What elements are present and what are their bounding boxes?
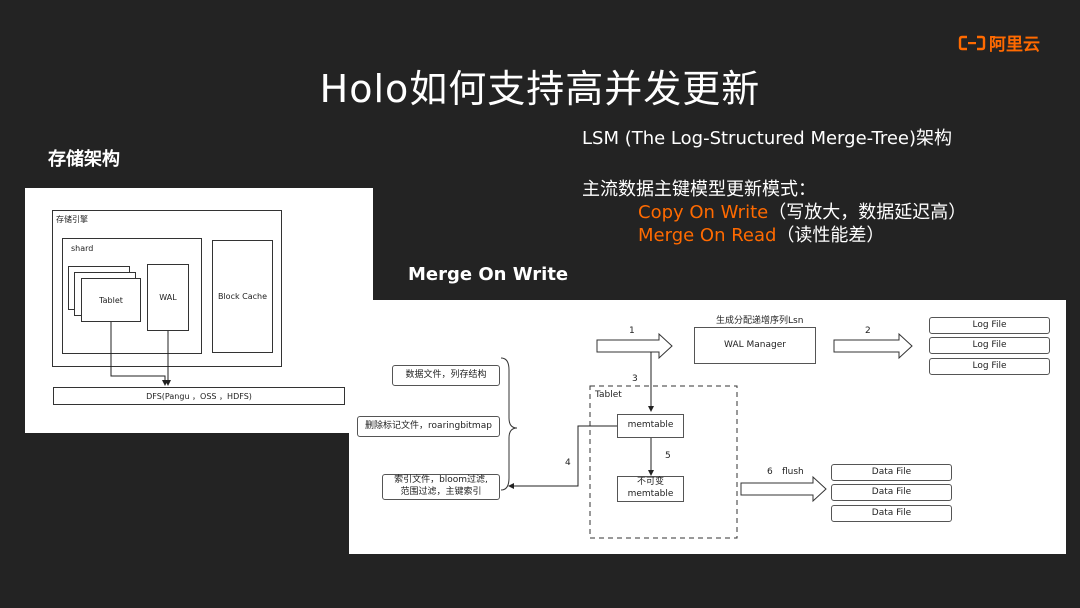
step3-label: 3 [632,374,638,384]
immutable-memtable-box: 不可变 memtable [617,476,684,502]
log-file-box-1: Log File [929,317,1050,334]
mode-copy-on-write: Copy On Write（写放大，数据延迟高） [638,198,966,224]
lsn-label: 生成分配递增序列Lsn [716,316,804,326]
step5-label: 5 [665,451,671,461]
memtable-box: memtable [617,414,684,438]
wal-manager-box: WAL Manager [694,327,816,364]
step2-block-arrow [833,332,913,360]
tablet-to-dfs-arrow [110,322,168,386]
step2-label: 2 [865,326,871,336]
immutable-memtable-line1: 不可变 [636,477,664,488]
brand-logo: 阿里云 [958,30,1040,55]
step1-block-arrow [596,332,673,360]
dfs-box: DFS(Pangu ，OSS ，HDFS) [53,387,345,405]
storage-engine-label: 存储引擎 [56,215,88,224]
mode-merge-on-read-name: Merge On Read [638,225,777,246]
mode-merge-on-read-note: （读性能差） [776,225,885,246]
step6-block-arrow [740,475,827,503]
storage-architecture-diagram: 存储引擎 shard Tablet WAL Block Cache DFS(Pa… [25,188,373,433]
delete-marker-file-box: 删除标记文件，roaringbitmap [357,416,500,437]
modes-heading: 主流数据主键模型更新模式： [582,179,816,200]
aliyun-logo-icon [958,35,986,50]
column-data-file-box: 数据文件，列存结构 [392,365,500,386]
block-cache-label: Block Cache [217,292,268,301]
step1-label: 1 [629,326,635,336]
tablet-label: Tablet [595,390,622,400]
wal-label: WAL [159,293,177,302]
mode-copy-on-write-name: Copy On Write [638,202,769,223]
mode-copy-on-write-note: （写放大，数据延迟高） [768,202,967,223]
slide-title: Holo如何支持高并发更新 [319,67,761,111]
brand-name: 阿里云 [989,35,1040,55]
dfs-label: DFS(Pangu ，OSS ，HDFS) [146,391,252,401]
shard-label: shard [71,244,94,253]
flush-label: flush [782,467,804,477]
immutable-memtable-line2: memtable [627,489,674,499]
step6-label: 6 [767,467,773,477]
storage-connectors [110,322,171,386]
lsm-description: LSM (The Log-Structured Merge-Tree)架构 [582,128,953,149]
tablet-box: Tablet [81,278,141,322]
file-group-brace [500,357,518,491]
index-file-box: 索引文件，bloom过滤, 范围过滤，主键索引 [382,474,500,500]
tablet-label: Tablet [99,295,123,305]
step4-arrow [508,425,617,489]
data-file-box-1: Data File [831,464,952,481]
log-file-box-2: Log File [929,337,1050,354]
storage-architecture-label: 存储架构 [48,149,120,170]
index-file-line1: 索引文件，bloom过滤, [394,475,488,486]
block-cache-box: Block Cache [212,240,273,353]
tablet-dashed-boundary [589,385,738,539]
mow-connectors [500,332,913,539]
data-file-box-2: Data File [831,484,952,501]
log-file-box-3: Log File [929,358,1050,375]
mode-merge-on-read: Merge On Read（读性能差） [638,221,884,247]
merge-on-write-diagram: 生成分配递增序列Lsn WAL Manager 1 2 3 4 5 6 flus… [349,300,1066,554]
index-file-line2: 范围过滤，主键索引 [400,487,482,497]
step4-label: 4 [565,458,571,468]
merge-on-write-label: Merge On Write [408,264,569,285]
data-file-box-3: Data File [831,505,952,522]
wal-box: WAL [147,264,189,331]
